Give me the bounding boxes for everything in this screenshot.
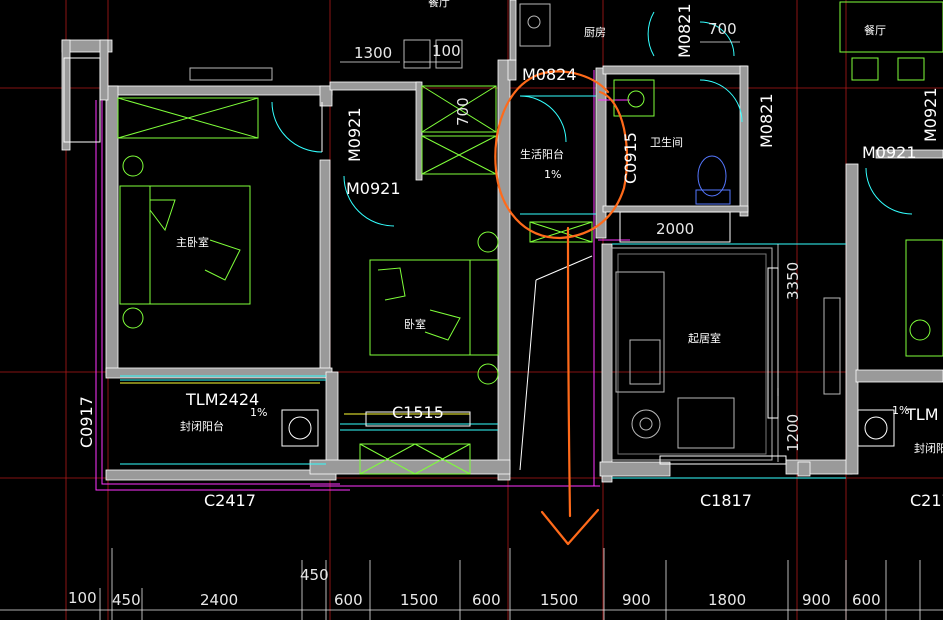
dim-bottom-1: 450 [112, 591, 141, 609]
slope-label-balcony-left: 1% [250, 406, 267, 419]
room-label-bedroom: 卧室 [404, 317, 426, 331]
dim-bottom-4: 1500 [400, 591, 438, 609]
room-label-enclosed-balcony-right: 封闭阳台 [914, 441, 943, 455]
label-c1515: C1515 [392, 403, 444, 422]
annotation-circle [494, 70, 629, 546]
dim-top-100: 100 [432, 42, 461, 60]
label-c1817: C1817 [700, 491, 752, 510]
washing-machine-icons [63, 57, 895, 447]
room-label-enclosed-balcony: 封闭阳台 [180, 419, 224, 433]
room-label-master-bedroom: 主卧室 [176, 235, 209, 249]
room-label-top-left-cut: 餐厅 [428, 0, 450, 9]
dim-bottom-3: 600 [334, 591, 363, 609]
room-label-kitchen: 厨房 [584, 26, 606, 39]
dim-v-700: 700 [454, 97, 472, 126]
dim-v-1200: 1200 [784, 414, 802, 452]
dim-bottom-6: 1500 [540, 591, 578, 609]
label-m0824: M0824 [522, 65, 577, 84]
dim-bottom-0: 100 [68, 589, 97, 607]
opening-labels: M0824 TLM2424 TLM C1515 C2417 C1817 C217… [77, 3, 943, 510]
dim-bottom-9: 900 [802, 591, 831, 609]
dim-bottom-2: 2400 [200, 591, 238, 609]
dim-bottom-10: 600 [852, 591, 881, 609]
dim-top-1300: 1300 [354, 44, 392, 62]
label-m0821-top: M0821 [675, 3, 694, 58]
label-tlm-right: TLM [905, 405, 939, 424]
living-furniture [189, 3, 841, 465]
walls [61, 0, 943, 483]
label-tlm2424: TLM2424 [185, 390, 259, 409]
dim-mid-2000: 2000 [656, 220, 694, 238]
room-label-living-room: 起居室 [688, 331, 721, 345]
dim-bottom-7: 900 [622, 591, 651, 609]
dim-bottom-8: 1800 [708, 591, 746, 609]
label-m0921-a: M0921 [346, 179, 401, 198]
door-swings [271, 11, 913, 227]
label-m0821-bath: M0821 [757, 93, 776, 148]
label-c-right: C217 [910, 491, 943, 510]
room-label-utility-balcony: 生活阳台 [520, 147, 564, 161]
dimension-lines [0, 41, 943, 620]
label-c2417: C2417 [204, 491, 256, 510]
dim-bottom-450-upper: 450 [300, 566, 329, 584]
label-c0915: C0915 [621, 132, 640, 184]
label-m0921-b: M0921 [345, 107, 364, 162]
detail-lines [95, 70, 846, 491]
slope-label-balcony-right: 1% [892, 404, 909, 417]
label-m0921-right: M0921 [921, 87, 940, 142]
slope-label-utility: 1% [544, 168, 561, 181]
room-label-bathroom: 卫生间 [650, 135, 683, 149]
dim-bottom-5: 600 [472, 591, 501, 609]
dimension-labels: 1300 100 700 2000 450 700 3350 1200 100 … [68, 20, 881, 609]
label-c0917: C0917 [77, 396, 96, 448]
furniture [117, 1, 943, 475]
dim-v-3350: 3350 [784, 262, 802, 300]
dim-top-700: 700 [708, 20, 737, 38]
room-label-dining: 餐厅 [864, 23, 886, 37]
room-labels: 厨房 餐厅 餐厅 主卧室 卧室 生活阳台 卫生间 起居室 封闭阳台 封闭阳台 1… [176, 0, 943, 455]
label-m0921-c: M0921 [862, 143, 917, 162]
